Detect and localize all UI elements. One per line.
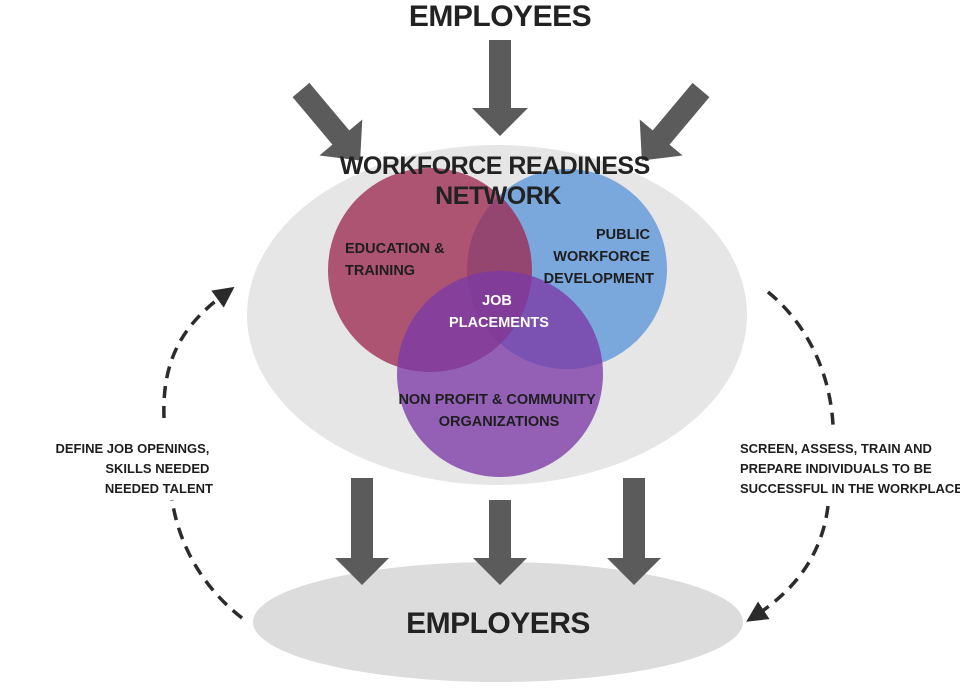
- education-label-line-1: EDUCATION &: [345, 241, 445, 257]
- network-title-line-1: WORKFORCE READINESS: [340, 152, 650, 180]
- right-cycle-dashed-arrow-upper: [766, 290, 835, 426]
- employees-label: EMPLOYEES: [409, 0, 591, 33]
- network-title-line-2: NETWORK: [435, 182, 561, 210]
- top-arrows: [292, 40, 710, 161]
- network-title: WORKFORCE READINESS NETWORK: [340, 152, 656, 210]
- education-label-line-2: TRAINING: [345, 263, 415, 279]
- right-cycle-line-3: SUCCESSFUL IN THE WORKPLACE: [740, 481, 960, 496]
- job-placements-label: JOB PLACEMENTS: [449, 293, 549, 331]
- employers-label: EMPLOYERS: [406, 607, 590, 640]
- right-cycle-dashed-arrow-lower: [746, 505, 830, 622]
- left-cycle-dashed-arrow-upper: [162, 286, 235, 419]
- nonprofit-community-label: NON PROFIT & COMMUNITY ORGANIZATIONS: [398, 392, 599, 430]
- left-cycle-line-3: NEEDED TALENT: [105, 481, 213, 496]
- arrow-to-employers-right: [607, 478, 661, 585]
- bottom-arrows: [335, 478, 661, 585]
- arrow-down-left: [292, 82, 363, 161]
- arrow-down-center: [472, 40, 528, 136]
- education-training-label: EDUCATION & TRAINING: [345, 241, 449, 279]
- center-label-line-2: PLACEMENTS: [449, 315, 549, 331]
- public-label-line-2: WORKFORCE: [553, 249, 650, 265]
- circle-nonprofit-community: [397, 271, 603, 477]
- left-cycle-line-2: SKILLS NEEDED: [105, 461, 209, 476]
- public-label-line-3: DEVELOPMENT: [544, 271, 655, 287]
- nonprofit-label-line-2: ORGANIZATIONS: [439, 414, 560, 430]
- right-cycle-line-2: PREPARE INDIVIDUALS TO BE: [740, 461, 932, 476]
- center-label-line-1: JOB: [482, 293, 512, 309]
- public-workforce-label: PUBLIC WORKFORCE DEVELOPMENT: [544, 227, 655, 287]
- employers-ellipse: [253, 562, 743, 682]
- public-label-line-1: PUBLIC: [596, 227, 651, 243]
- right-cycle-text: SCREEN, ASSESS, TRAIN AND PREPARE INDIVI…: [740, 441, 960, 496]
- left-cycle-line-1: DEFINE JOB OPENINGS,: [56, 441, 210, 456]
- venn-diagram: [328, 168, 667, 477]
- arrow-to-employers-left: [335, 478, 389, 585]
- arrow-to-employers-center: [473, 500, 527, 585]
- left-cycle-text: DEFINE JOB OPENINGS, SKILLS NEEDED NEEDE…: [56, 441, 214, 496]
- right-cycle-line-1: SCREEN, ASSESS, TRAIN AND: [740, 441, 932, 456]
- nonprofit-label-line-1: NON PROFIT & COMMUNITY: [398, 392, 596, 408]
- left-cycle-dashed-arrow-lower: [170, 499, 244, 620]
- arrow-down-right: [639, 82, 710, 161]
